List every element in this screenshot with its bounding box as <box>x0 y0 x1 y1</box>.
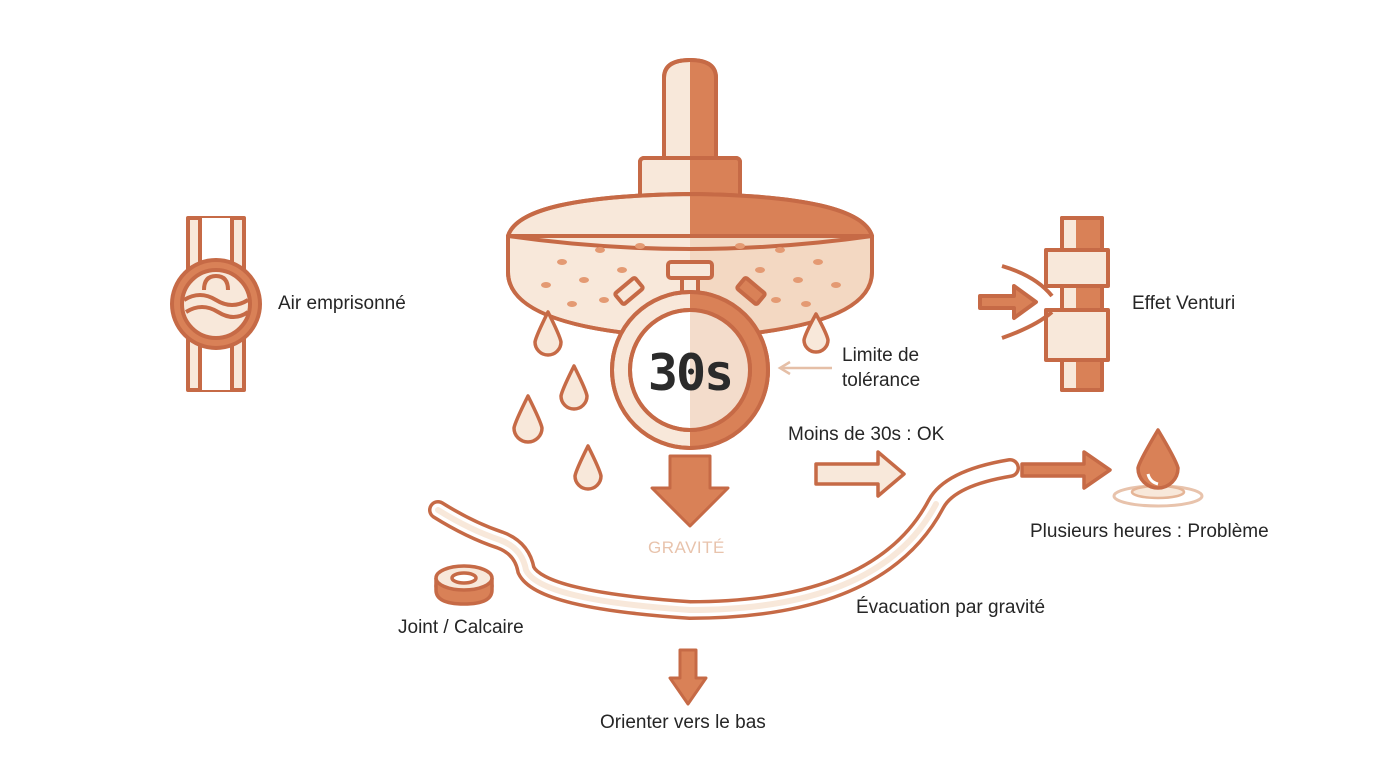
timer-display: 30s <box>648 344 732 402</box>
stopwatch-icon <box>610 260 770 450</box>
label-ok: Moins de 30s : OK <box>788 424 945 445</box>
water-drops <box>512 310 830 491</box>
tolerance-pointer-icon <box>777 360 832 376</box>
puddle-drop-icon <box>1112 428 1204 508</box>
label-gravity: GRAVITÉ <box>648 538 725 557</box>
label-venturi: Effet Venturi <box>1132 293 1236 314</box>
seal-ring-icon <box>434 564 494 606</box>
air-trapped-pipe-icon <box>170 216 262 392</box>
problem-arrow-icon <box>1020 450 1112 490</box>
label-orient-down: Orienter vers le bas <box>600 712 766 733</box>
gravity-arrow-icon <box>650 454 730 528</box>
label-tolerance-line1: Limite de <box>842 345 920 366</box>
venturi-pipe-icon <box>978 216 1110 392</box>
label-tolerance-line2: tolérance <box>842 370 921 391</box>
label-problem: Plusieurs heures : Problème <box>1030 521 1269 542</box>
drain-hose-icon <box>428 458 1020 621</box>
label-seal: Joint / Calcaire <box>398 617 524 638</box>
ok-arrow-icon <box>814 450 906 498</box>
label-evacuation: Évacuation par gravité <box>856 597 1046 618</box>
orient-down-arrow-icon <box>668 648 708 706</box>
shower-holes <box>541 243 841 307</box>
label-air-trapped: Air emprisonné <box>278 293 406 314</box>
